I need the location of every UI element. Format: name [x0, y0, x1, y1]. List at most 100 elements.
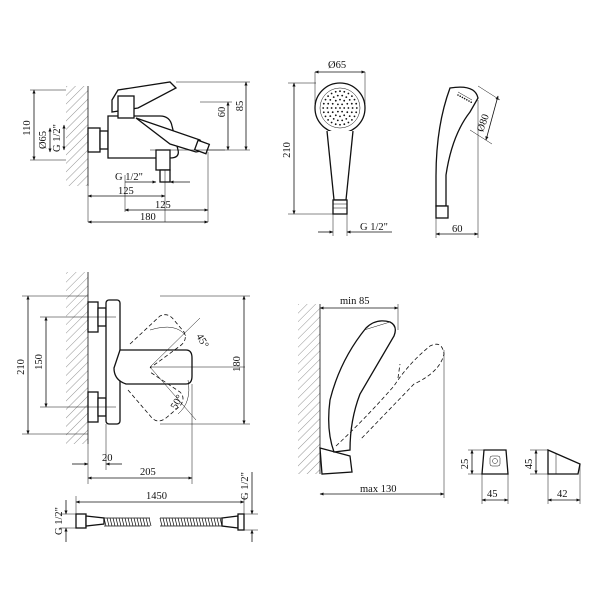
hose-view: 1450 G 1/2" G 1/2": [54, 472, 258, 542]
dim-210-label: 210: [282, 142, 293, 158]
hose-coil: [136, 517, 140, 527]
angle-50-label: 50°: [169, 393, 186, 411]
spray-nozzle: [341, 119, 344, 122]
hose-coil: [177, 517, 181, 527]
dim-g-left-label: G 1/2": [54, 507, 65, 535]
hose-coil: [115, 517, 119, 527]
spray-nozzle: [330, 121, 333, 124]
extension-line: [477, 85, 501, 101]
hose-coil: [130, 517, 134, 527]
spray-nozzle: [337, 103, 339, 106]
dim-line-d80: [485, 95, 499, 141]
hose-coil: [180, 517, 184, 527]
shower-side-body: [435, 86, 479, 207]
spray-nozzle: [350, 102, 353, 105]
spray-nozzle: [330, 92, 333, 95]
hose-coil: [133, 517, 137, 527]
spray-nozzle: [343, 99, 346, 102]
diverter-knob: [193, 139, 211, 155]
extension-line: [469, 129, 493, 145]
hose-coil: [139, 517, 143, 527]
shower-tilted-face: [397, 363, 401, 379]
spray-nozzle: [350, 111, 353, 114]
wall-hatch: [298, 304, 320, 474]
hose-coil: [183, 517, 187, 527]
hose-coil: [112, 517, 116, 527]
spray-nozzle: [330, 107, 333, 109]
bracket-front-view: 25 45: [460, 449, 509, 504]
dim-max130-label: max 130: [360, 484, 396, 495]
shower-thread: [332, 199, 348, 215]
spray-nozzle: [326, 107, 329, 109]
spray-nozzle: [334, 90, 337, 93]
spray-nozzle: [327, 102, 330, 105]
spray-nozzle: [322, 102, 325, 105]
shower-side-thread: [435, 205, 449, 219]
hand-shower-front-view: Ø65 210 G 1/2": [282, 60, 392, 236]
dim-20-label: 20: [102, 453, 113, 464]
dim-125-b-label: 125: [155, 200, 171, 211]
hose-coil: [148, 517, 152, 527]
spray-face-dot: [470, 101, 473, 103]
dim-180-label: 180: [140, 212, 156, 223]
handle-cartridge: [117, 95, 135, 119]
spray-face-dots: [457, 94, 473, 103]
spray-nozzle: [351, 95, 353, 97]
spray-nozzle: [329, 115, 332, 117]
spray-nozzle: [336, 94, 339, 97]
dim-g-label: G 1/2": [360, 222, 388, 233]
eccentric-nut: [87, 127, 101, 153]
angle-arc-45: [149, 326, 187, 337]
spray-nozzle: [322, 107, 325, 109]
wall-holder-view: min 85 max 130: [298, 296, 445, 498]
spray-nozzle: [337, 110, 339, 113]
hose-coil: [121, 517, 125, 527]
shower-side-face: [457, 91, 473, 101]
dim-g-left-label: G 1/2": [52, 124, 63, 152]
wall-holder: [319, 447, 353, 475]
hose-coil: [142, 517, 146, 527]
bracket-screw: [492, 458, 498, 464]
spray-nozzle: [334, 107, 337, 109]
hose-coil: [192, 517, 196, 527]
angle-ray-50: [149, 366, 197, 421]
dim-150-label: 150: [34, 354, 45, 370]
spray-nozzle: [339, 90, 341, 93]
spray-nozzle: [327, 95, 329, 97]
bracket-side-view: 45 42: [524, 449, 581, 504]
hose-coils: [103, 517, 223, 527]
hose-coil: [165, 517, 169, 527]
hose-coil: [124, 517, 128, 527]
wall-hatch: [66, 86, 88, 186]
spray-nozzle: [348, 115, 351, 117]
dim-45-label: 45: [524, 459, 535, 470]
spray-face-dot: [459, 95, 462, 97]
hose-nut-right: [237, 513, 245, 531]
spray-nozzle: [347, 107, 350, 109]
bracket-hole: [489, 455, 501, 467]
spray-nozzle: [347, 92, 350, 95]
spray-nozzle: [332, 118, 335, 120]
spray-nozzle: [327, 111, 330, 114]
dim-g-right-label: G 1/2": [240, 472, 251, 500]
hose-cone-left: [85, 515, 105, 527]
dim-25-label: 25: [460, 459, 471, 470]
spray-nozzle: [341, 94, 344, 97]
eccentric-rosette: [99, 130, 109, 150]
spray-nozzle: [336, 119, 339, 122]
hose-coil: [210, 517, 214, 527]
angle-45-label: 45°: [193, 332, 210, 350]
spray-face-dot: [468, 100, 470, 102]
dim-210-label: 210: [16, 359, 27, 375]
spray-nozzle: [353, 98, 356, 101]
dim-min85-label: min 85: [340, 296, 369, 307]
spray-nozzle: [343, 123, 346, 126]
angle-arc-50: [177, 379, 190, 415]
hose-coil: [118, 517, 122, 527]
spray-nozzle: [346, 111, 349, 114]
dim-205-label: 205: [140, 467, 156, 478]
spray-nozzle: [334, 114, 337, 117]
hose-coil: [168, 517, 172, 527]
